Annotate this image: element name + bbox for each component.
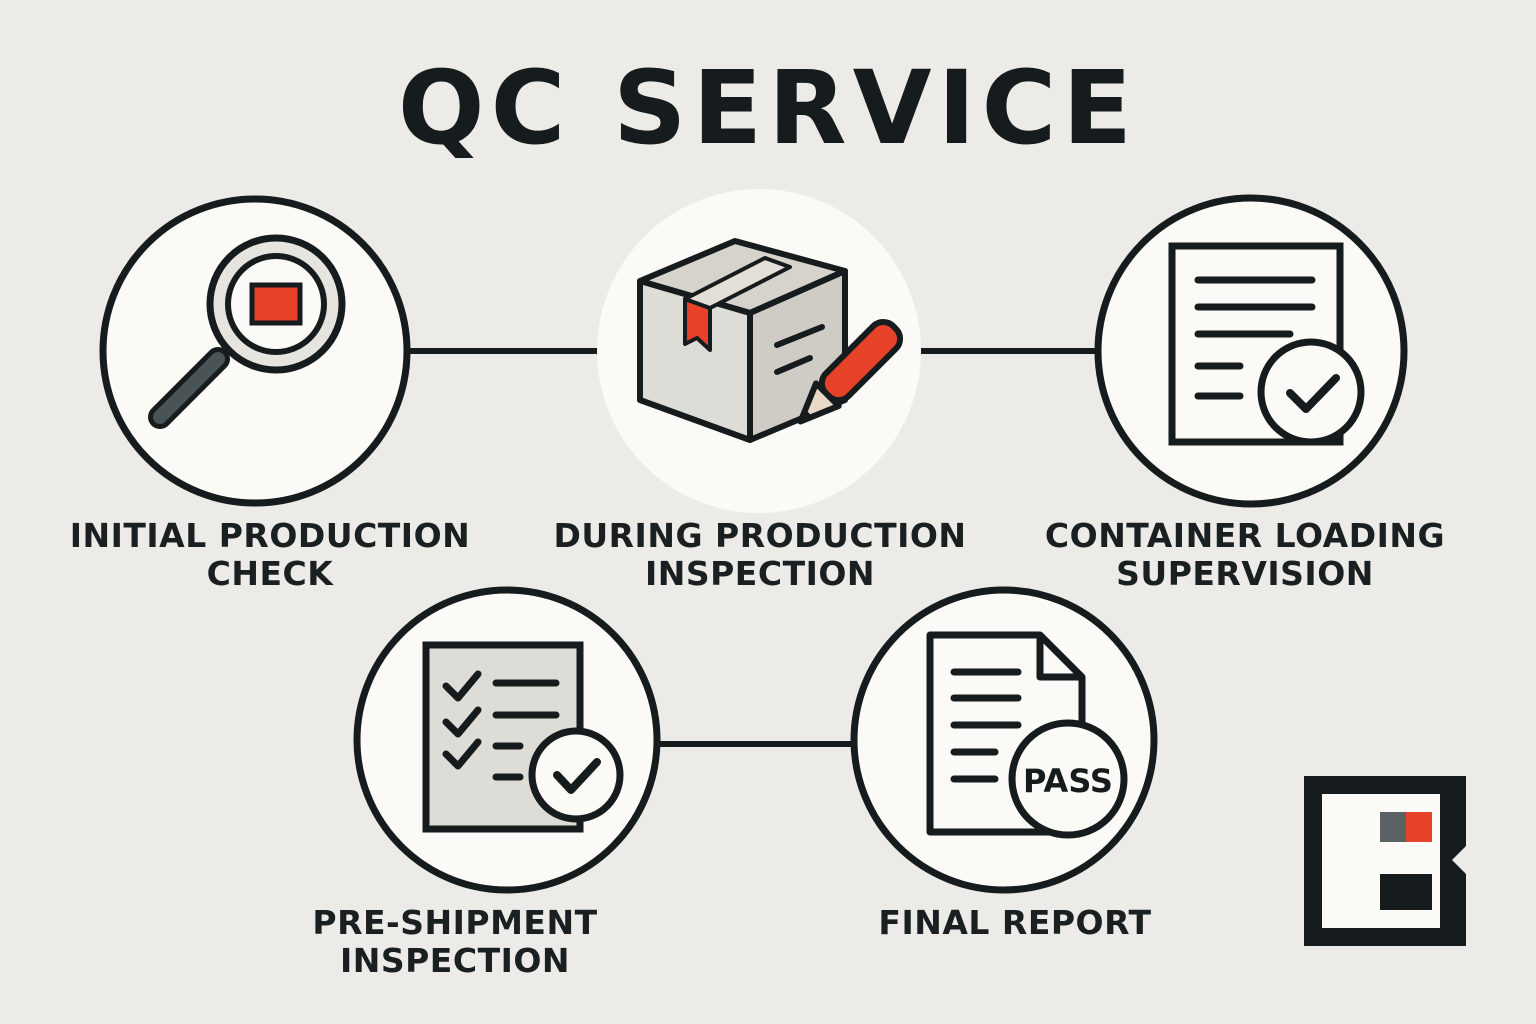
step-final-circle: PASS xyxy=(850,586,1158,894)
step-container-circle xyxy=(1094,194,1408,508)
step-preshipment-label-line1: PRE-SHIPMENT xyxy=(312,903,598,942)
checklist-icon xyxy=(422,641,624,833)
step-final-label: FINAL REPORT xyxy=(840,904,1190,942)
document-check-icon xyxy=(1168,242,1365,446)
pass-report-icon: PASS xyxy=(926,631,1128,839)
page-title: QC SERVICE xyxy=(397,49,1139,168)
step-during-label: DURING PRODUCTION INSPECTION xyxy=(540,517,980,593)
brand-logo-icon xyxy=(1304,776,1466,946)
box-pencil-icon xyxy=(637,238,904,443)
step-during-circle xyxy=(597,189,921,513)
step-initial-label-line1: INITIAL PRODUCTION xyxy=(69,516,471,555)
step-preshipment-circle xyxy=(353,586,661,894)
step-preshipment-label: PRE-SHIPMENT INSPECTION xyxy=(280,904,630,980)
step-initial-label: INITIAL PRODUCTION CHECK xyxy=(60,517,480,593)
step-initial-circle xyxy=(99,195,411,507)
step-during-label-line2: INSPECTION xyxy=(644,554,876,593)
pass-badge-text: PASS xyxy=(1023,762,1113,800)
step-initial-label-line2: CHECK xyxy=(206,554,334,593)
step-preshipment-label-line2: INSPECTION xyxy=(339,941,571,980)
step-container-label-line2: SUPERVISION xyxy=(1116,554,1374,593)
step-container-label: CONTAINER LOADING SUPERVISION xyxy=(1030,517,1460,593)
step-during-label-line1: DURING PRODUCTION xyxy=(553,516,967,555)
step-final-label-line1: FINAL REPORT xyxy=(878,903,1152,942)
step-container-label-line1: CONTAINER LOADING xyxy=(1044,516,1446,555)
magnifier-icon xyxy=(148,234,346,429)
